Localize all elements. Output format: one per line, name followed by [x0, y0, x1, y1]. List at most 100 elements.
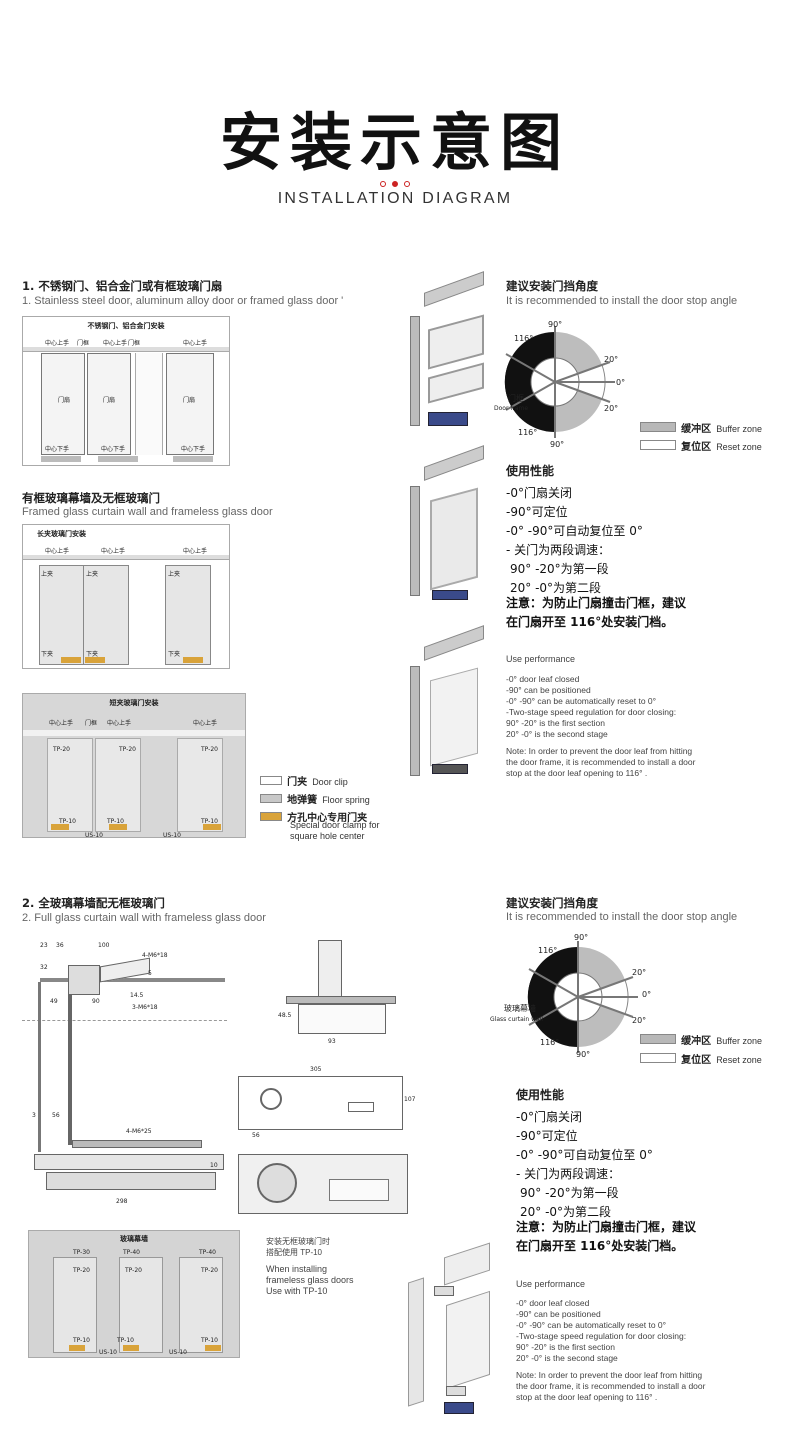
subsection-heading-en: Framed glass curtain wall and frameless …	[22, 506, 273, 518]
label: 中心下手	[45, 446, 70, 453]
note-line: Use with TP-10	[266, 1286, 328, 1296]
subsection-heading-cn: 有框玻璃幕墙及无框玻璃门	[22, 491, 160, 505]
door-clamp	[61, 657, 81, 663]
list-item: - 关门为两段调速：	[516, 1167, 621, 1181]
section1-heading-cn: 1. 不锈钢门、铝合金门或有框玻璃门扇	[22, 279, 223, 293]
note-line: 在门扇开至 116°处安装门档。	[516, 1239, 684, 1253]
list-item: -0°门扇关闭	[506, 486, 572, 500]
note-line: 搭配使用 TP-10	[266, 1248, 323, 1257]
dim: 48.5	[278, 1012, 292, 1019]
label: US-10	[163, 832, 181, 839]
label: 90°	[574, 933, 589, 942]
label: 门框	[508, 394, 524, 403]
list-item: -Two-stage speed regulation for door clo…	[516, 1331, 687, 1341]
page-title: 安装示意图	[219, 106, 570, 179]
label: 中心上手	[193, 720, 218, 727]
label: 中心下手	[101, 446, 126, 453]
dim: 100	[98, 942, 110, 949]
label: 下夹	[86, 651, 99, 658]
swatch	[640, 440, 676, 450]
label: 中心上手	[183, 340, 208, 347]
label: TP-20	[201, 1267, 218, 1274]
dim: 14.5	[130, 992, 144, 999]
performance1-list-en: -0° door leaf closed -90° can be positio…	[506, 674, 776, 740]
label: US-10	[169, 1349, 187, 1356]
door-angle-diagram-1	[504, 326, 615, 438]
list-item: 90° -20°为第一段	[520, 1186, 619, 1200]
glass-door	[95, 738, 141, 832]
angle1-heading-en: It is recommended to install the door st…	[506, 295, 738, 307]
legend-cn: 复位区	[681, 442, 712, 453]
performance1-note-cn: 注意：为防止门扇撞击门框，建议 在门扇开至 116°处安装门档。	[506, 594, 786, 632]
label: 玻璃幕墙	[504, 1004, 536, 1013]
exploded-door-view-3	[410, 625, 490, 782]
list-item: 90° -20°为第一段	[510, 562, 609, 576]
legend-en: Door clip	[312, 777, 348, 787]
label: 中心上手	[183, 548, 208, 555]
list-item: -0° door leaf closed	[506, 674, 580, 684]
legend-buffer-zone: 缓冲区 Buffer zone	[640, 1029, 762, 1048]
list-item: 20° -0° is the second stage	[516, 1353, 618, 1363]
label: 下夹	[41, 651, 54, 658]
page-subtitle: INSTALLATION DIAGRAM	[277, 190, 513, 207]
dim: 32	[40, 964, 48, 971]
note-line: the door frame, it is recommended to ins…	[506, 757, 696, 767]
frame-top	[23, 347, 229, 352]
note-line: the door frame, it is recommended to ins…	[516, 1381, 706, 1391]
door-clamp	[51, 824, 69, 830]
door-leaf	[87, 353, 131, 455]
legend-door-clip: 门夹 Door clip	[260, 770, 348, 789]
list-item: -Two-stage speed regulation for door clo…	[506, 707, 677, 717]
door-clamp	[85, 657, 105, 663]
label: TP-20	[53, 746, 70, 753]
dim: 298	[116, 1198, 128, 1205]
label: 上夹	[86, 571, 99, 578]
door-angle-diagram-2	[527, 941, 638, 1053]
diagram-metal-doors: 不锈钢门、铝合金门安装 中心上手 门框 中心上手 门框 中心上手 门扇 门扇 门…	[22, 316, 230, 466]
list-item: -0° -90°可自动复位至 0°	[506, 524, 643, 538]
list-item: -0° -90° can be automatically reset to 0…	[516, 1320, 667, 1330]
label: 下夹	[168, 651, 181, 658]
section2-heading-en: 2. Full glass curtain wall with frameles…	[22, 912, 266, 924]
label: 中心上手	[101, 548, 126, 555]
diagram-short-clamp: 短夹玻璃门安装 中心上手 门框 中心上手 中心上手 TP-20 TP-20 TP…	[22, 693, 246, 839]
dim: 4-M6*18	[142, 952, 168, 959]
note-line: When installing	[266, 1264, 328, 1274]
label: 中心下手	[181, 446, 206, 453]
label: TP-10	[107, 818, 124, 825]
performance2-list-en: -0° door leaf closed -90° can be positio…	[516, 1298, 786, 1364]
label: 0°	[616, 378, 626, 387]
performance2-heading-en: Use performance	[516, 1279, 586, 1289]
list-item: 20° -0° is the second stage	[506, 729, 608, 739]
label: 90°	[576, 1050, 591, 1059]
performance1-heading-en: Use performance	[506, 654, 576, 664]
legend-cn: 地弹簧	[287, 795, 318, 806]
floor-spring-side-view: 48.5 93	[276, 940, 411, 1045]
legend-floor-spring: 地弹簧 Floor spring	[260, 788, 370, 807]
angle1-heading-cn: 建议安装门挡角度	[506, 279, 598, 293]
wall-panel	[135, 353, 163, 455]
label: 中心上手	[49, 720, 74, 727]
list-item: 90° -20° is the first section	[506, 718, 605, 728]
glass-door	[177, 738, 223, 832]
legend-buffer-zone: 缓冲区 Buffer zone	[640, 417, 762, 436]
exploded-frameless-door-view	[408, 1242, 500, 1420]
performance2-note-en: Note: In order to prevent the door leaf …	[516, 1370, 786, 1403]
dim: 56	[52, 1112, 60, 1119]
legend-cn: 方孔中心专用门夹	[287, 813, 368, 824]
label: 90°	[548, 320, 563, 329]
label: 20°	[604, 355, 619, 364]
title-dots	[0, 172, 790, 191]
label: 中心上手	[45, 548, 70, 555]
floor-spring	[98, 456, 138, 462]
angle2-heading-cn: 建议安装门挡角度	[506, 896, 598, 910]
list-item: -0° door leaf closed	[516, 1298, 590, 1308]
swatch	[260, 812, 282, 821]
dim: 3-M6*18	[132, 1004, 158, 1011]
swatch	[640, 422, 676, 432]
dim: 90	[92, 998, 100, 1005]
glass-door-profile-drawing: 23 36 100 4-M6*18 32 5 14.5 49 90 3-M6*1…	[22, 940, 227, 1215]
swatch	[260, 776, 282, 785]
label: TP-10	[59, 818, 76, 825]
door-leaf	[41, 353, 85, 455]
